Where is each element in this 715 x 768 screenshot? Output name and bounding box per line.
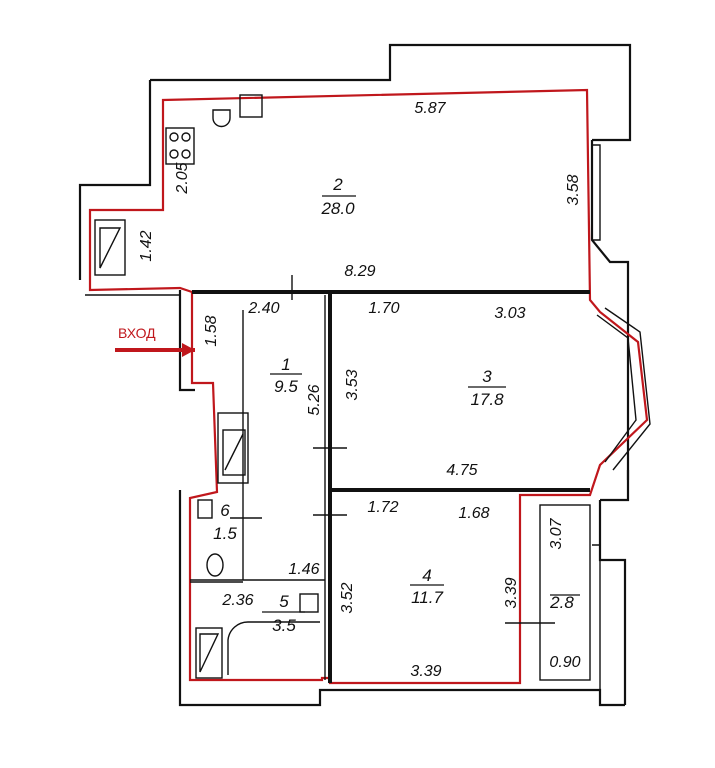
dim-3-07: 3.07 xyxy=(548,517,565,549)
dimension-labels: 5.87 2.05 3.58 1.42 8.29 2.40 1.70 3.03 … xyxy=(138,100,582,680)
room-1-area: 9.5 xyxy=(274,377,298,396)
dim-4-75: 4.75 xyxy=(446,462,477,479)
room-2-area: 28.0 xyxy=(320,199,355,218)
interior-walls xyxy=(190,275,651,683)
dim-2-40: 2.40 xyxy=(247,300,279,317)
apartment-outline xyxy=(88,88,649,685)
washbasin-icon xyxy=(299,593,319,613)
room-5-area: 3.5 xyxy=(272,616,296,635)
dim-1-72: 1.72 xyxy=(367,499,398,516)
room-4-number: 4 xyxy=(422,566,431,585)
dim-1-46: 1.46 xyxy=(288,561,319,578)
dim-1-42: 1.42 xyxy=(138,230,155,261)
dim-1-58: 1.58 xyxy=(203,315,220,346)
room-3-area: 17.8 xyxy=(470,390,504,409)
entrance-label: ВХОД xyxy=(118,325,156,341)
dim-5-26: 5.26 xyxy=(306,384,323,415)
room-4-area: 11.7 xyxy=(411,588,443,607)
room-labels: 2 28.0 1 9.5 3 17.8 4 11.7 6 1.5 5 3.5 2… xyxy=(213,175,580,635)
dim-3-58: 3.58 xyxy=(565,174,582,205)
dim-3-39-vertical: 3.39 xyxy=(503,577,520,608)
room-5-number: 5 xyxy=(279,592,289,611)
dim-3-39-horizontal: 3.39 xyxy=(410,663,441,680)
dim-3-03: 3.03 xyxy=(494,305,525,322)
dim-2-36: 2.36 xyxy=(221,592,253,609)
room-6-number: 6 xyxy=(220,501,230,520)
room-3-number: 3 xyxy=(482,367,492,386)
dim-0-90: 0.90 xyxy=(549,654,580,671)
cabinet-icon xyxy=(94,219,126,276)
storage-area: 2.8 xyxy=(549,593,574,612)
stove-icon xyxy=(165,127,195,165)
room-6-area: 1.5 xyxy=(213,524,237,543)
dim-5-87: 5.87 xyxy=(414,100,446,117)
closet-icon xyxy=(217,412,249,484)
dim-3-53: 3.53 xyxy=(344,369,361,400)
room-2-number: 2 xyxy=(332,175,343,194)
dim-2-05: 2.05 xyxy=(174,162,191,194)
bathtub-icon xyxy=(195,627,223,679)
dim-3-52: 3.52 xyxy=(339,582,356,613)
dim-8-29: 8.29 xyxy=(344,263,375,280)
toilet-icon xyxy=(197,499,213,519)
exterior-walls xyxy=(78,43,632,707)
fixtures xyxy=(94,94,591,681)
dim-1-70: 1.70 xyxy=(368,300,399,317)
storage-cabinet-icon xyxy=(539,504,591,681)
dim-1-68: 1.68 xyxy=(458,505,489,522)
room-1-number: 1 xyxy=(281,355,290,374)
sink-icon xyxy=(239,94,263,118)
